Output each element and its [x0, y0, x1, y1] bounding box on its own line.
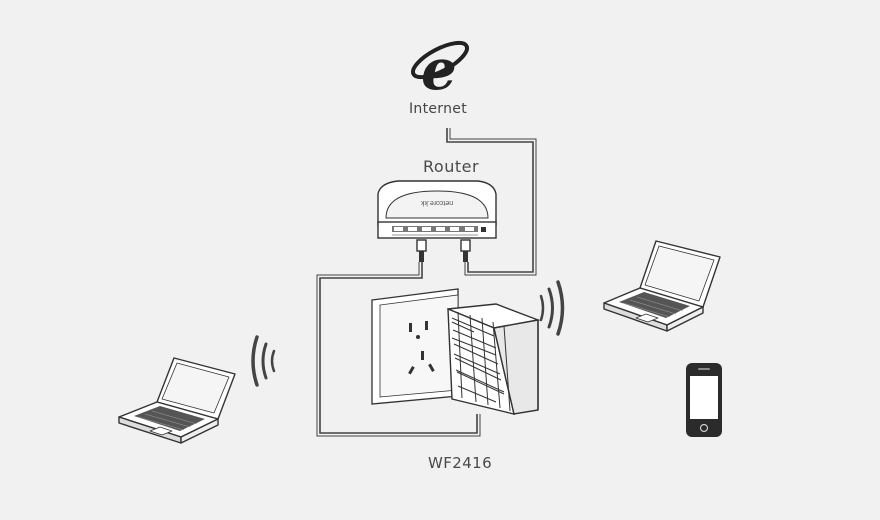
- wall-plug-extender-icon: [447, 303, 541, 415]
- svg-text:netcore.kk: netcore.kk: [420, 199, 453, 206]
- smartphone-icon: [686, 363, 722, 437]
- laptop-left-icon: [118, 357, 236, 444]
- laptop-right-icon: [603, 240, 721, 332]
- internet-label: Internet: [409, 101, 467, 117]
- router-label: Router: [423, 157, 480, 176]
- svg-text:e: e: [421, 37, 457, 103]
- device-model-label: WF2416: [428, 454, 493, 472]
- internet-cable: [446, 128, 537, 276]
- wall-socket: [371, 288, 459, 405]
- ie-logo-icon: e: [411, 37, 469, 103]
- wifi-waves-icon: [539, 280, 565, 336]
- ethernet-cable: [316, 262, 481, 437]
- router-icon: netcore.kk: [377, 180, 497, 262]
- wifi-waves-icon-left: [251, 335, 276, 387]
